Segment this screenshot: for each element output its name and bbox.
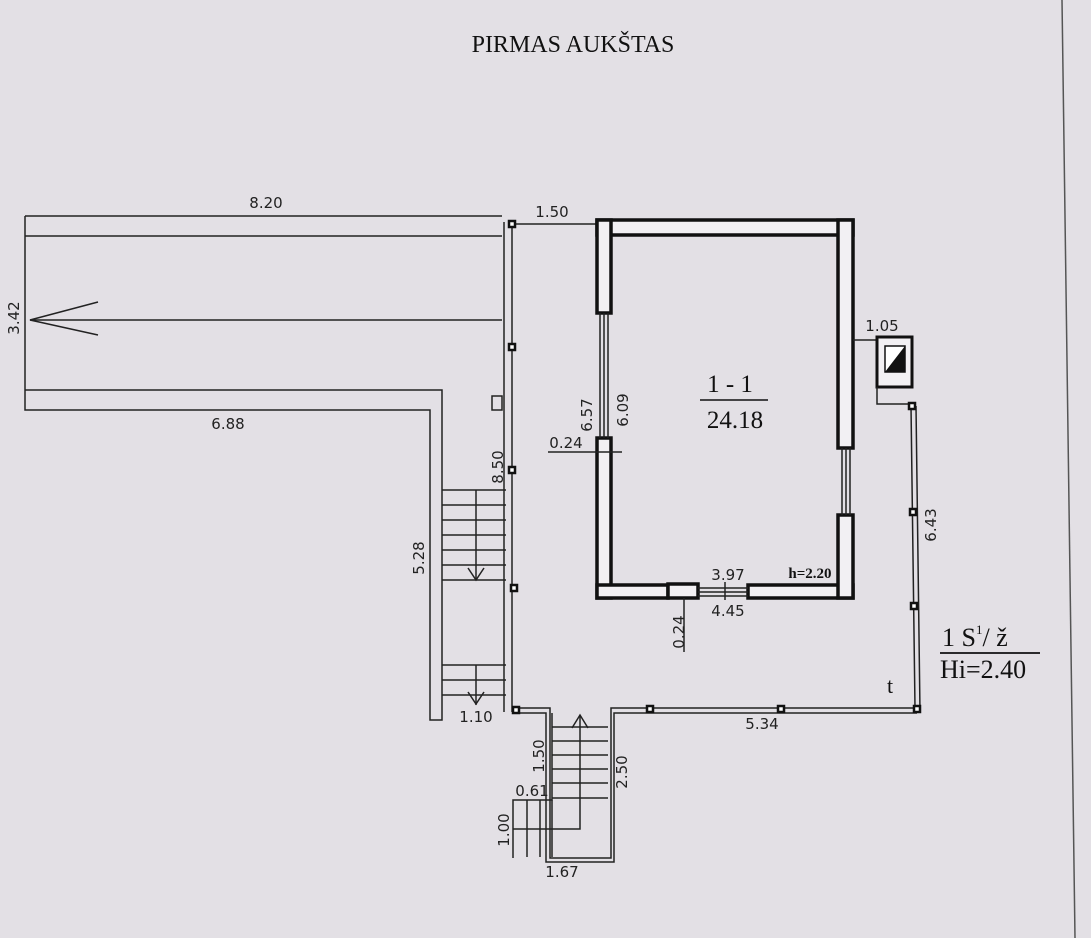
dim-stair-upper: 1.50 [530,739,548,772]
left-stairs [442,489,506,706]
veranda-bottom-wall [516,707,917,863]
dim-veranda-right: 6.43 [922,508,940,541]
stair-arrow-icon [571,713,589,729]
posts [507,219,922,715]
room-area: 24.18 [707,407,763,434]
dim-stair-right: 2.50 [613,755,631,788]
window-right [841,448,851,515]
dim-room-outer-height: 6.57 [578,398,596,431]
room-walls [595,218,855,600]
dim-wall-thickness-h: 0.24 [549,434,582,452]
dim-wall-thickness-v: 0.24 [670,615,688,648]
dim-stair-lower: 1.00 [495,813,513,846]
window-left [599,313,609,438]
floor-label-bottom: Hi=2.40 [940,655,1026,684]
chimney-icon [853,335,914,405]
ramp-arrow-icon [29,301,99,336]
south-stairs [512,713,608,858]
dim-ramp-top: 8.20 [249,194,282,212]
window-bottom [698,587,748,597]
door [666,582,700,600]
dim-stair-landing: 0.61 [515,782,548,800]
room-height: h=2.20 [788,566,831,582]
dim-chimney: 1.05 [865,317,898,335]
dim-ramp-bottom: 6.88 [211,415,244,433]
dim-room-outer-width: 4.45 [711,602,744,620]
dim-room-inner-height: 6.09 [614,393,632,426]
ramp [24,215,503,721]
plan-title: PIRMAS AUKŠTAS [472,31,675,58]
dim-wall-left-gap: 1.10 [459,708,492,726]
dim-ramp-height: 3.42 [5,301,23,334]
dim-side-length: 5.28 [410,541,428,574]
dim-veranda-top: 1.50 [535,203,568,221]
dim-veranda-left: 8.50 [489,450,507,483]
dim-stair-width: 1.67 [545,863,578,881]
marker-t: t [887,673,893,698]
page-edge [1061,0,1076,938]
veranda-right-wall [910,405,921,713]
dim-veranda-bottom: 5.34 [745,715,778,733]
dim-room-inner-width: 3.97 [711,566,744,584]
floor-label-top: 1 S1/ ž [942,622,1008,652]
room-id: 1 - 1 [707,371,753,398]
